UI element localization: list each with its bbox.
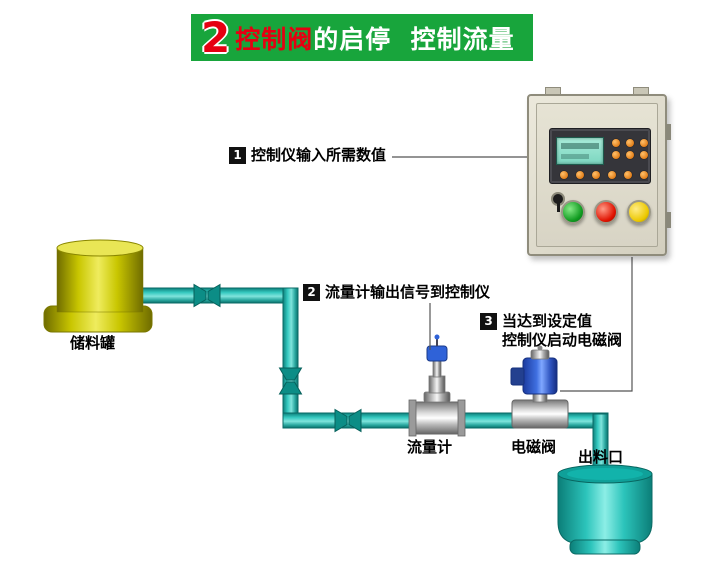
cabinet-panel: [536, 103, 658, 247]
controller-cabinet: [527, 87, 671, 256]
orange-key-icon: [626, 151, 634, 159]
banner-title-rest: 的启停 控制流量: [313, 24, 515, 54]
orange-key-icon: [560, 171, 568, 179]
orange-key-icon: [608, 171, 616, 179]
step-3-callout: 3 当达到设定值 控制仪启动电磁阀: [480, 312, 622, 350]
step-2-number: 2: [303, 284, 320, 301]
pipe-coupling: [193, 283, 362, 433]
connector-lines: [392, 156, 633, 392]
pipe-vertical: [282, 287, 299, 429]
orange-key-icon: [576, 171, 584, 179]
storage-tank-label: 储料罐: [70, 334, 116, 352]
mount-tab-left: [545, 87, 561, 95]
yellow-pushbutton: [627, 200, 651, 224]
container-foot: [569, 539, 641, 555]
keyhole: [551, 192, 565, 212]
hinge-top: [666, 124, 671, 140]
step-2-callout: 2 流量计输出信号到控制仪: [303, 283, 490, 302]
red-pushbutton: [594, 200, 618, 224]
step-1-number: 1: [229, 147, 246, 164]
solenoid-valve: [510, 345, 569, 429]
step-3-line2: 控制仪启动电磁阀: [502, 331, 623, 349]
orange-key-icon: [640, 171, 648, 179]
orange-key-icon: [624, 171, 632, 179]
step-3-number: 3: [480, 313, 497, 330]
green-pushbutton: [561, 200, 585, 224]
tank-body: [56, 247, 144, 313]
tank-top: [56, 239, 144, 257]
line-controller-to-valve: [560, 257, 633, 392]
banner-title: 控制阀的启停 控制流量: [235, 20, 514, 56]
step-3-text: 当达到设定值 控制仪启动电磁阀: [502, 312, 622, 350]
orange-key-icon: [640, 151, 648, 159]
flow-meter-label: 流量计: [407, 438, 453, 456]
title-banner: 2 控制阀的启停 控制流量: [191, 14, 533, 61]
orange-key-icon: [612, 151, 620, 159]
valve-connector: [510, 367, 525, 386]
outlet-container: [557, 464, 653, 555]
step-3-line1: 当达到设定值: [502, 312, 593, 330]
container-body: [557, 473, 653, 545]
step-1-text: 控制仪输入所需数值: [251, 146, 387, 164]
orange-key-icon: [592, 171, 600, 179]
outlet-label: 出料口: [578, 448, 624, 466]
step-2-text: 流量计输出信号到控制仪: [325, 283, 491, 301]
mount-tab-right: [633, 87, 649, 95]
step-1-callout: 1 控制仪输入所需数值: [229, 146, 386, 165]
orange-key-icon: [640, 139, 648, 147]
lcd-screen: [556, 137, 604, 165]
banner-step-number: 2: [201, 12, 231, 62]
solenoid-valve-label: 电磁阀: [511, 438, 557, 456]
valve-coil: [522, 357, 558, 395]
orange-key-icon: [612, 139, 620, 147]
controller-device: [549, 128, 651, 184]
storage-tank: [43, 239, 153, 333]
hinge-bottom: [666, 212, 671, 228]
orange-key-icon: [626, 139, 634, 147]
flow-meter: [408, 334, 466, 437]
banner-title-highlight: 控制阀: [235, 24, 314, 54]
